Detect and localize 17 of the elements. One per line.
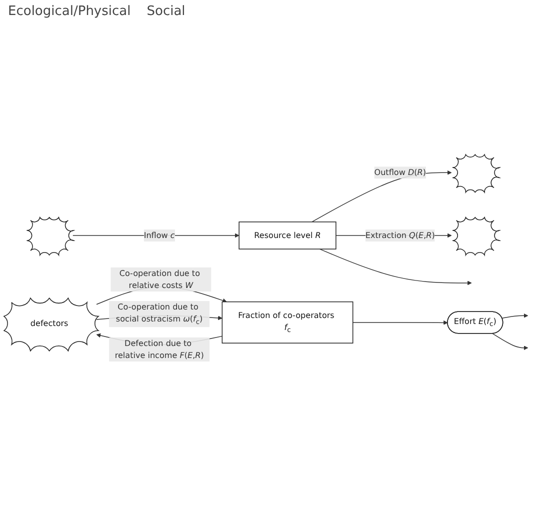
edge-label: Extraction Q(E,R) — [365, 230, 435, 240]
arrow — [492, 333, 528, 350]
edge-label: Co-operation due to relative costs W — [119, 268, 200, 290]
region-label: Social — [146, 4, 186, 19]
node-box: Resource level R — [238, 222, 336, 250]
node-box: Fraction of co-operators f$_{c}$ — [222, 301, 354, 344]
arrow — [319, 248, 472, 286]
edge-label: Outflow D(R) — [374, 168, 426, 178]
edge-label: Co-operation due to social ostracism ω(f$_{c}$) — [116, 302, 203, 326]
edge-label: Inflow c — [144, 230, 175, 240]
arrow — [502, 313, 528, 319]
region-label: Ecological/Physical — [8, 4, 131, 19]
node-cloud — [452, 154, 500, 193]
edge-label: Defection due to relative income F(E,R) — [114, 338, 204, 360]
node-cloud — [26, 217, 74, 256]
node-cloud — [452, 217, 500, 256]
arrow — [352, 320, 448, 325]
